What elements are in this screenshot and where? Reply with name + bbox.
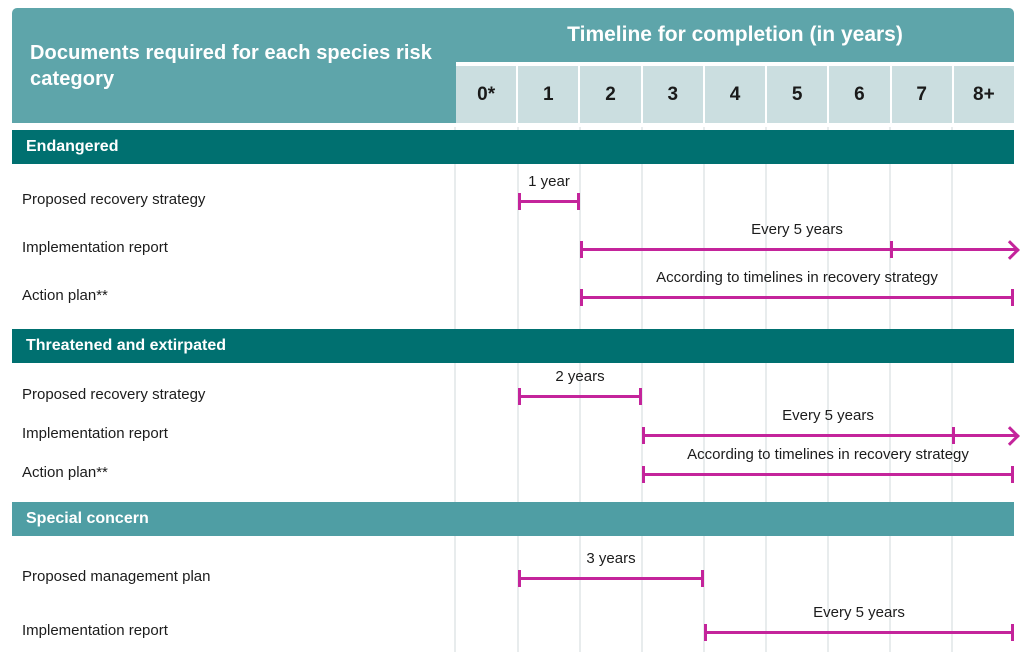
timeline-bar <box>518 193 580 210</box>
axis-tick-3: 3 <box>640 66 703 123</box>
bar-end-cap <box>1011 289 1014 306</box>
bar-end-cap <box>639 388 642 405</box>
bar-caption: 3 years <box>586 550 636 567</box>
timeline-bar <box>642 466 1014 483</box>
bar-caption: 2 years <box>555 368 605 385</box>
bar-caption: Every 5 years <box>751 221 843 238</box>
bar-caption: Every 5 years <box>782 407 874 424</box>
axis-tick-4: 4 <box>702 66 766 123</box>
axis-tick-0: 0* <box>456 66 517 123</box>
section-title: Threatened and extirpated <box>26 337 227 354</box>
bar-interval-tick <box>952 427 955 444</box>
timeline-bar <box>580 239 1020 260</box>
axis-tick-2: 2 <box>578 66 641 123</box>
timeline-title: Timeline for completion (in years) <box>456 8 1014 62</box>
bar-arrow-icon <box>1000 425 1020 446</box>
timeline-bar <box>518 388 642 405</box>
bar-start-cap <box>704 624 707 641</box>
bar-caption: According to timelines in recovery strat… <box>656 269 938 286</box>
axis-tick-5: 5 <box>765 66 828 123</box>
bar-interval-tick <box>890 241 893 258</box>
bar-start-cap <box>518 193 521 210</box>
section-title: Special concern <box>26 510 149 527</box>
timeline-bar <box>580 289 1014 306</box>
bar-start-cap <box>642 427 645 444</box>
timeline-bar <box>518 570 704 587</box>
row-label: Proposed recovery strategy <box>22 386 206 403</box>
section-header-endangered: Endangered <box>12 130 1014 164</box>
bar-caption: Every 5 years <box>813 604 905 621</box>
page-title: Documents required for each species risk… <box>30 41 432 90</box>
row-label: Implementation report <box>22 622 168 639</box>
bar-start-cap <box>518 570 521 587</box>
axis-tick-7: 7 <box>889 66 952 123</box>
gridline-year-5 <box>765 127 767 652</box>
header-left-panel: Documents required for each species risk… <box>12 8 456 123</box>
bar-start-cap <box>580 241 583 258</box>
bar-arrow-icon <box>1000 239 1020 260</box>
row-label: Action plan** <box>22 287 108 304</box>
label-column-divider <box>454 127 456 652</box>
axis-tick-6: 6 <box>827 66 890 123</box>
gridline-year-8 <box>951 127 953 652</box>
timeline-bar <box>642 425 1020 446</box>
bar-start-cap <box>518 388 521 405</box>
bar-end-cap <box>701 570 704 587</box>
timeline-bar <box>704 624 1014 641</box>
bar-end-cap <box>577 193 580 210</box>
axis-tick-1: 1 <box>516 66 579 123</box>
bar-caption: 1 year <box>528 173 570 190</box>
row-label: Action plan** <box>22 464 108 481</box>
row-label: Implementation report <box>22 239 168 256</box>
gridlines <box>456 127 1014 652</box>
bar-start-cap <box>580 289 583 306</box>
gridline-year-6 <box>827 127 829 652</box>
row-label: Implementation report <box>22 425 168 442</box>
section-header-threatened-and-extirpated: Threatened and extirpated <box>12 329 1014 363</box>
section-header-special-concern: Special concern <box>12 502 1014 536</box>
bar-end-cap <box>1011 624 1014 641</box>
axis-tick-8: 8+ <box>951 66 1014 123</box>
row-label: Proposed recovery strategy <box>22 191 206 208</box>
bar-caption: According to timelines in recovery strat… <box>687 446 969 463</box>
section-title: Endangered <box>26 138 119 155</box>
bar-end-cap <box>1011 466 1014 483</box>
row-label: Proposed management plan <box>22 568 211 585</box>
bar-start-cap <box>642 466 645 483</box>
gridline-year-7 <box>889 127 891 652</box>
